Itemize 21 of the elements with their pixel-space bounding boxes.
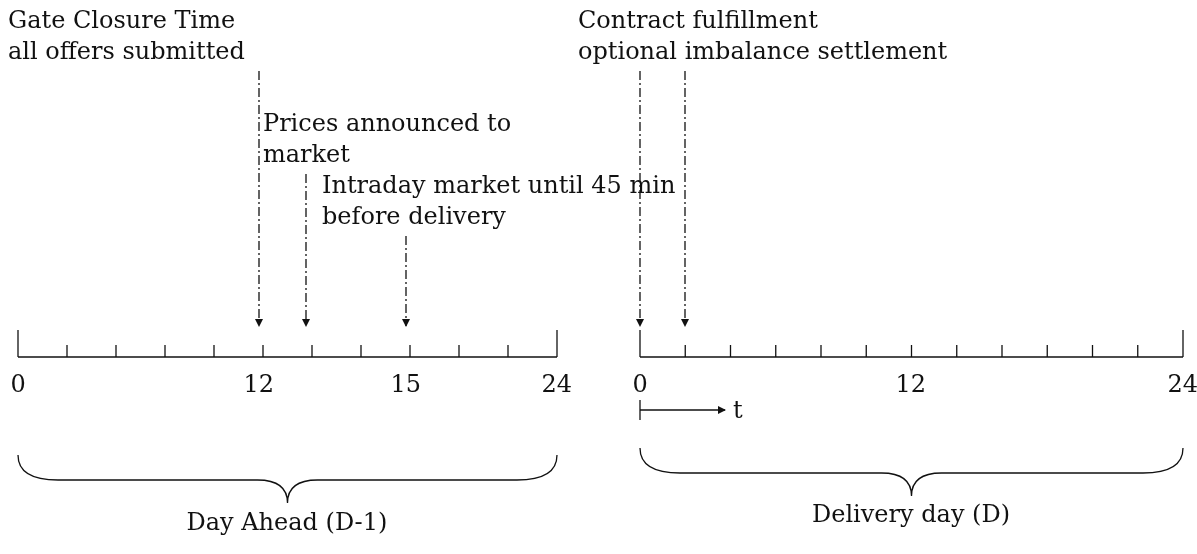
annotation-text: Gate Closure Time	[8, 5, 237, 36]
tick-label: 0	[10, 370, 26, 398]
dashed-arrow	[636, 70, 644, 327]
tick-label: 12	[895, 370, 927, 398]
dashed-arrow	[302, 173, 310, 327]
tick-label: 0	[632, 370, 648, 398]
tick-label: 24	[541, 370, 573, 398]
axis-label: t	[733, 396, 743, 424]
annotation-text: optional imbalance settlement	[578, 36, 948, 67]
annotation-text: all offers submitted	[8, 36, 245, 67]
dashed-arrow	[402, 235, 410, 327]
tick-label: 24	[1167, 370, 1197, 398]
dashed-arrow	[255, 70, 263, 327]
annotation-text: Contract fulfillment	[578, 5, 819, 36]
annotation-text: Intraday market until 45 min before delivery	[322, 170, 677, 232]
dashed-arrow	[681, 70, 689, 327]
period-label: Day Ahead (D-1)	[186, 508, 388, 536]
annotation-text: Prices announced to market	[263, 108, 513, 170]
tick-label: 12	[243, 370, 275, 398]
period-label: Delivery day (D)	[812, 500, 1011, 528]
tick-label: 15	[390, 370, 422, 398]
